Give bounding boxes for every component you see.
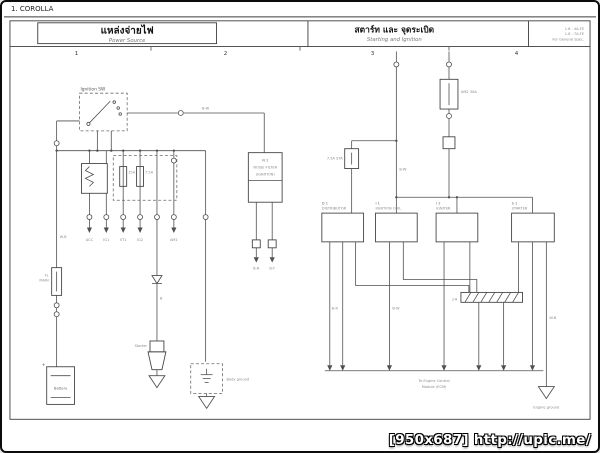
- power-wires: W-B: [53, 120, 207, 362]
- wire-color-label: B-R: [332, 306, 339, 310]
- header-notes: 1.6 : 4A-FE 1.8 : 7A-FE For General Spec…: [552, 27, 584, 42]
- fusible-link: FL MAIN: [39, 150, 63, 367]
- ground-label: Body ground: [226, 378, 249, 382]
- connector-circle: [170, 157, 177, 164]
- box-id: D 1: [322, 202, 328, 206]
- body-ground: Body ground: [190, 363, 249, 410]
- column-number: 4: [515, 51, 519, 57]
- terminal-label: ST1: [120, 238, 127, 242]
- fuse-label: 15A: [128, 170, 136, 174]
- wire-color-label: B-W: [399, 168, 407, 172]
- relay-label: NOISE FILTER: [253, 166, 277, 170]
- ecm-note: To Engine Control: [418, 379, 450, 383]
- column-ruler: 1 2 3 4: [75, 46, 519, 57]
- diagram-frame: [9, 20, 591, 420]
- ground-label: Engine ground: [533, 405, 559, 409]
- fuse-label: 7.5A STA: [327, 157, 343, 161]
- box-starter: [511, 212, 555, 243]
- fl-label: FL: [45, 274, 49, 278]
- watermark: [950x687] http://upic.me/: [388, 432, 591, 448]
- ground-symbol: [537, 386, 556, 400]
- relay-label: (IGNITION): [256, 172, 276, 176]
- note-line: 1.6 : 4A-FE: [565, 27, 585, 31]
- wire-color-label: W-B: [549, 316, 557, 320]
- battery-plus: +: [42, 362, 46, 368]
- box-name: IGNITER: [436, 207, 451, 211]
- header-left: แหล่งจ่ายไฟ Power Source: [37, 22, 218, 45]
- column-number: 3: [371, 51, 375, 57]
- starter: Starter B: [135, 219, 167, 389]
- terminal-label: AM1: [170, 238, 178, 242]
- column-number: 2: [224, 51, 228, 57]
- ignition-switch: Ignition SW: [79, 87, 128, 132]
- box-distributor: [321, 212, 365, 243]
- ground-symbol: [148, 375, 166, 389]
- box-igniter: [435, 212, 479, 243]
- box-id: I 2: [436, 202, 440, 206]
- ignition-switch-box: [79, 92, 128, 132]
- engine-ground: W-B Engine ground: [533, 241, 559, 409]
- coil-box: [81, 163, 108, 194]
- header-right: สตาร์ท และ จุดระเบิด Starting and Igniti…: [355, 25, 435, 43]
- relay-label: N 1: [262, 159, 268, 163]
- feed-left: B-W: [351, 51, 407, 198]
- ground-symbol: [197, 396, 216, 410]
- column-number: 1: [75, 51, 79, 57]
- page-title: 1. COROLLA: [11, 5, 54, 13]
- terminal-label: IG1: [103, 238, 109, 242]
- header-left-title-thai: แหล่งจ่ายไฟ: [101, 24, 154, 37]
- fl-label: MAIN: [39, 279, 49, 283]
- header-right-title-en: Starting and Ignition: [367, 37, 423, 43]
- note-line: For General Spec.: [552, 38, 584, 42]
- wire-color-label: B-R: [253, 267, 260, 271]
- sta-fuse: 7.5A STA: [327, 140, 360, 214]
- terminal-label: ACC: [86, 238, 94, 242]
- wire-color-label: W-B: [60, 235, 68, 239]
- connector-circle: [53, 140, 60, 147]
- component-boxes: D 1 DISTRIBUTOR I 1 IGNITION COIL I 2 IG…: [321, 202, 555, 243]
- header-left-box: [37, 22, 218, 45]
- box-name: STARTER: [512, 207, 528, 211]
- connector-row: ACC IG1 ST1 IG2 AM1: [86, 214, 209, 242]
- starting-ignition-section: B-W 7.5A STA AM2 30A: [321, 51, 559, 409]
- wire-color-label: B: [160, 296, 163, 300]
- fuse-label: AM2 30A: [461, 90, 477, 94]
- wire-color-label: B-W: [392, 306, 400, 310]
- starter-label: Starter: [135, 344, 148, 348]
- box-name: DISTRIBUTOR: [322, 207, 347, 211]
- wire-color-label: B-Y: [269, 267, 275, 271]
- box-id: I 1: [375, 202, 379, 206]
- am2-fuse: AM2 30A: [439, 51, 477, 198]
- box-id: S 1: [512, 202, 518, 206]
- terminal-label: IG2: [137, 238, 143, 242]
- fuse-label: 7.5A: [145, 170, 154, 174]
- box-ignition-coil: [375, 212, 418, 243]
- fuse-box: 15A 7.5A: [112, 155, 178, 201]
- noise-filter-relay: B-W N 1 NOISE FILTER (IGNITION) B-R B-Y: [127, 107, 283, 271]
- ecm-bus: To Engine Control Module (ECM): [324, 370, 544, 389]
- note-line: 1.8 : 7A-FE: [565, 32, 585, 36]
- ignition-switch-label: Ignition SW: [80, 87, 106, 93]
- output-wires: B-R B-W: [327, 241, 536, 371]
- junction-label: J 4: [451, 297, 457, 301]
- junction-connector: J 4: [451, 291, 523, 371]
- header-right-title-thai: สตาร์ท และ จุดระเบิด: [355, 25, 435, 36]
- distribution-bus: [395, 196, 533, 214]
- header-left-title-en: Power Source: [109, 38, 146, 44]
- box-name: IGNITION COIL: [375, 207, 401, 211]
- ecm-note: Module (ECM): [422, 385, 447, 389]
- battery-label: Battery: [54, 387, 67, 391]
- battery: + Battery: [42, 362, 75, 405]
- wire-color-label: B-W: [202, 107, 210, 111]
- power-source-section: Ignition SW: [39, 87, 283, 410]
